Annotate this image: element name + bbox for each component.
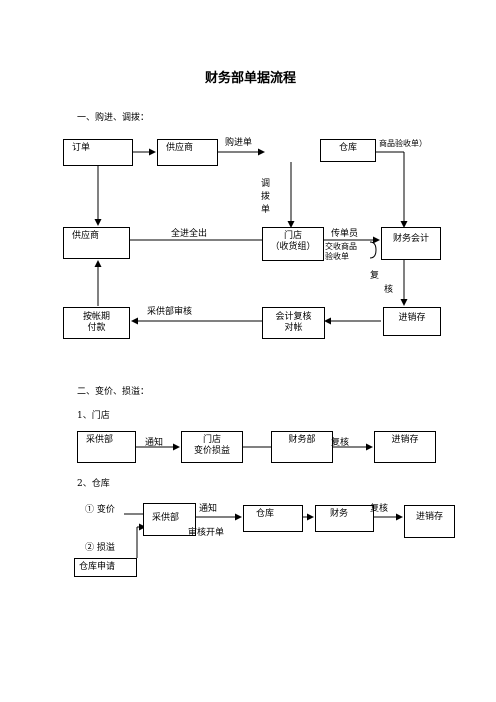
payment-box-line-2: 付款 <box>87 323 106 333</box>
sub2-purchasing-box: 采供部 <box>143 503 196 536</box>
order-box: 订单 <box>63 139 133 166</box>
recheck-char-2: 核 <box>384 285 394 295</box>
sub2-purchasing-box-label: 采供部 <box>152 513 180 523</box>
accounting-recheck-box-line-2: 对帐 <box>284 323 303 333</box>
sub1-store-box-line-1: 门店 <box>202 435 221 445</box>
order-box-label: 订单 <box>72 143 91 153</box>
accounting-recheck-box: 会计复核 对帐 <box>262 307 325 339</box>
recheck-label-1: 复 核 <box>370 269 393 297</box>
sub2-item1-label: ① 变价 <box>85 505 115 515</box>
goods-receipt-label: 商品验收单） <box>379 139 427 148</box>
clerk-receipt-line-1: 交收商品 <box>325 242 357 251</box>
payment-box-line-1: 按帐期 <box>82 312 110 322</box>
sub1-purchasing-box-label: 采供部 <box>86 435 114 445</box>
section1-heading: 一、购进、调拨： <box>77 113 150 123</box>
sub1-store-box-line-2: 变价损益 <box>193 446 230 456</box>
all-in-out-label: 全进全出 <box>171 229 208 239</box>
sub1-finance-box-label: 财务部 <box>288 435 316 445</box>
purchase-audit-label: 采供部审核 <box>147 307 193 317</box>
purchase-slip-label: 购进单 <box>225 138 253 148</box>
accounting-recheck-box-line-1: 会计复核 <box>275 312 312 322</box>
sub2-finance-box-label: 财务 <box>330 509 349 519</box>
sub2-finance-box: 财务 <box>315 505 374 532</box>
store-box-line-1: 门店 <box>283 231 302 241</box>
clerk-receipt-label: 交收商品 验收单 <box>325 242 357 262</box>
store-box-line-2: （收货组） <box>270 242 316 252</box>
warehouse-box: 仓库 <box>320 139 376 162</box>
sub2-notify-label: 通知 <box>199 504 218 514</box>
sub1-inventory-box: 进销存 <box>374 431 436 463</box>
supplier-mid-box: 供应商 <box>63 227 130 259</box>
store-box: 门店 （收货组） <box>262 227 324 261</box>
sub1-purchasing-box: 采供部 <box>77 431 136 463</box>
sub2-audit-label: 审核开单 <box>188 528 225 538</box>
sub1-finance-box: 财务部 <box>271 431 333 463</box>
payment-box: 按帐期 付款 <box>63 307 130 339</box>
sub2-warehouse-request-box-label: 仓库申请 <box>79 562 116 572</box>
page-title: 财务部单据流程 <box>205 71 297 86</box>
supplier-mid-box-label: 供应商 <box>72 231 100 241</box>
finance-accountant-box-label: 财务会计 <box>392 234 429 244</box>
inventory-box-label: 进销存 <box>398 313 426 323</box>
sub1-store-box: 门店 变价损益 <box>181 431 243 463</box>
inventory-box: 进销存 <box>383 307 441 336</box>
supplier-top-box-label: 供应商 <box>166 143 194 153</box>
transfer-slip-label: 调 拨 单 <box>261 178 270 217</box>
recheck-char-1: 复 <box>370 271 380 281</box>
clerk-receipt-line-2: 验收单 <box>325 252 349 261</box>
sub2-inventory-box: 进销存 <box>404 505 455 538</box>
transfer-slip-char-2: 拨 <box>261 192 271 202</box>
sub2-warehouse-box-label: 仓库 <box>256 509 275 519</box>
brace-clerk-receipt <box>369 241 377 259</box>
sub2-recheck-label: 复核 <box>370 504 389 514</box>
supplier-top-box: 供应商 <box>157 139 218 166</box>
sub2-warehouse-box: 仓库 <box>243 505 303 532</box>
sub1-inventory-box-label: 进销存 <box>391 435 419 445</box>
sub1-notify-label: 通知 <box>145 438 164 448</box>
sub2-warehouse-request-box: 仓库申请 <box>74 558 137 577</box>
transfer-slip-char-1: 调 <box>261 179 271 189</box>
sub2-heading: 2、仓库 <box>77 479 110 489</box>
transfer-slip-char-3: 单 <box>261 205 271 215</box>
sub2-item2-label: ② 损溢 <box>85 543 115 553</box>
sub2-inventory-box-label: 进销存 <box>415 512 443 522</box>
sub1-heading: 1、门店 <box>77 411 110 421</box>
clerk-label: 传单员 <box>331 229 359 239</box>
section2-heading: 二、变价、损溢： <box>77 387 150 397</box>
sub1-recheck-label: 复核 <box>331 438 350 448</box>
warehouse-box-label: 仓库 <box>338 143 357 153</box>
finance-accountant-box: 财务会计 <box>381 227 441 260</box>
